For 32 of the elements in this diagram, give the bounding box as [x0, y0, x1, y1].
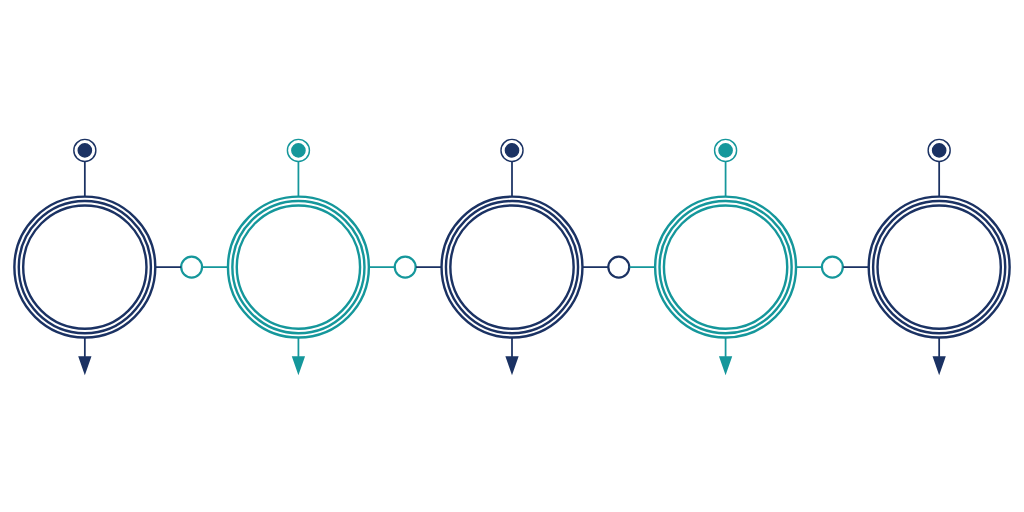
connector — [83, 160, 86, 197]
node-circle — [820, 255, 844, 279]
arrow — [932, 336, 946, 375]
node-circle — [927, 138, 951, 162]
node-circle — [500, 138, 524, 162]
node-picture — [440, 194, 584, 339]
node-picture — [867, 194, 1011, 339]
node-picture — [13, 194, 157, 339]
arrow — [505, 336, 519, 375]
connector — [581, 265, 610, 268]
connector — [628, 265, 656, 268]
arrow — [78, 336, 92, 375]
node-picture — [226, 194, 371, 339]
arrow — [291, 336, 306, 375]
connector — [368, 265, 396, 268]
node-circle — [286, 138, 311, 162]
node-picture — [653, 194, 798, 339]
node-circle — [393, 255, 417, 279]
connector — [511, 160, 513, 197]
connector — [415, 265, 443, 268]
node-circle — [607, 255, 631, 279]
node-circle — [713, 138, 738, 162]
connector — [938, 160, 941, 197]
connector — [795, 265, 823, 268]
node-circle — [73, 138, 97, 162]
arrow — [718, 336, 733, 375]
node-circle — [180, 255, 204, 279]
connector — [201, 265, 229, 268]
connector — [842, 265, 870, 268]
connector — [724, 160, 727, 197]
connector — [154, 265, 182, 268]
connector — [297, 160, 300, 197]
